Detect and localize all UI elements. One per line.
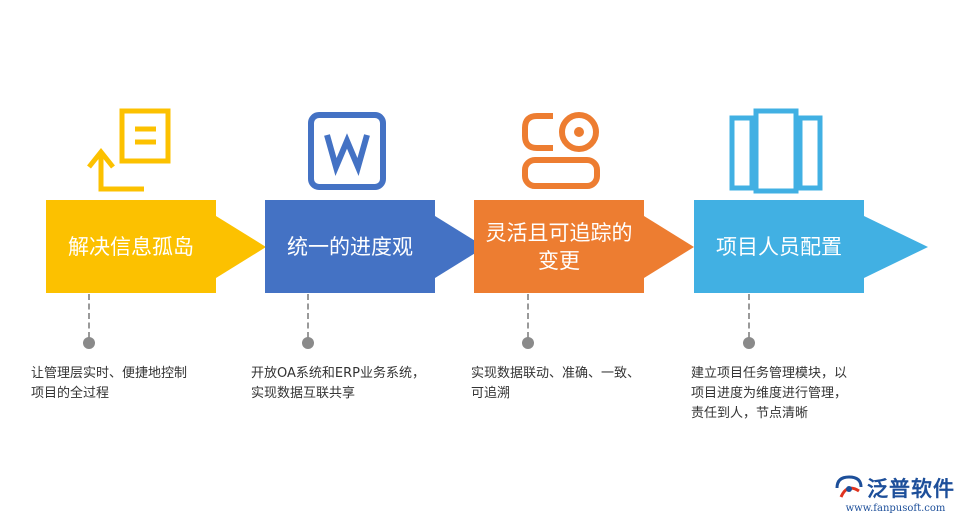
step-4-desc-line: 建立项目任务管理模块，以 <box>691 366 848 381</box>
step-1-desc-line: 让管理层实时、便捷地控制 <box>31 366 188 381</box>
step-3-dot <box>522 337 534 349</box>
step-3-box: 灵活且可追踪的变更 <box>474 200 644 293</box>
step-4-arrow <box>864 216 928 278</box>
step-4-dot <box>743 337 755 349</box>
step-3-desc-line: 实现数据联动、准确、一致、 <box>471 366 641 381</box>
brand-logo: 泛普软件 www.fanpusoft.com <box>833 473 958 518</box>
document-return-icon <box>86 107 176 201</box>
step-4-desc-line: 项目进度为维度进行管理， <box>691 386 848 401</box>
step-3-title: 灵活且可追踪的变更 <box>485 220 633 273</box>
step-1-description: 让管理层实时、便捷地控制 项目的全过程 <box>31 364 231 404</box>
step-2: 统一的进度观 <box>265 200 435 293</box>
step-2-title: 统一的进度观 <box>287 234 413 259</box>
step-1-box: 解决信息孤岛 <box>46 200 216 293</box>
step-4-description: 建立项目任务管理模块，以 项目进度为维度进行管理， 责任到人，节点清晰 <box>691 364 901 424</box>
step-3-arrow <box>644 216 694 278</box>
step-2-dot <box>302 337 314 349</box>
brand-url: www.fanpusoft.com <box>845 503 946 514</box>
step-2-connector <box>307 294 309 338</box>
step-1-arrow <box>216 216 266 278</box>
toggle-switch-icon <box>519 108 603 196</box>
fanpu-logo-icon <box>835 475 863 498</box>
brand-name: 泛普软件 <box>867 477 955 501</box>
step-2-desc-line: 开放OA系统和ERP业务系统， <box>251 366 425 381</box>
step-2-description: 开放OA系统和ERP业务系统， 实现数据互联共享 <box>251 364 461 404</box>
step-4-title: 项目人员配置 <box>716 234 842 259</box>
step-4: 项目人员配置 <box>694 200 864 293</box>
step-1-connector <box>88 294 90 338</box>
step-1-title: 解决信息孤岛 <box>68 234 194 259</box>
step-2-desc-line: 实现数据互联共享 <box>251 386 356 401</box>
step-1-desc-line: 项目的全过程 <box>31 386 110 401</box>
step-3: 灵活且可追踪的变更 <box>474 200 644 293</box>
step-2-box: 统一的进度观 <box>265 200 435 293</box>
step-4-connector <box>748 294 750 338</box>
step-4-desc-line: 责任到人，节点清晰 <box>691 406 809 421</box>
step-3-description: 实现数据联动、准确、一致、 可追溯 <box>471 364 681 404</box>
step-3-connector <box>527 294 529 338</box>
step-3-desc-line: 可追溯 <box>471 386 511 401</box>
step-1: 解决信息孤岛 <box>46 200 216 293</box>
word-document-icon <box>307 111 387 195</box>
step-1-dot <box>83 337 95 349</box>
step-4-box: 项目人员配置 <box>694 200 864 293</box>
columns-panel-icon <box>728 108 824 198</box>
